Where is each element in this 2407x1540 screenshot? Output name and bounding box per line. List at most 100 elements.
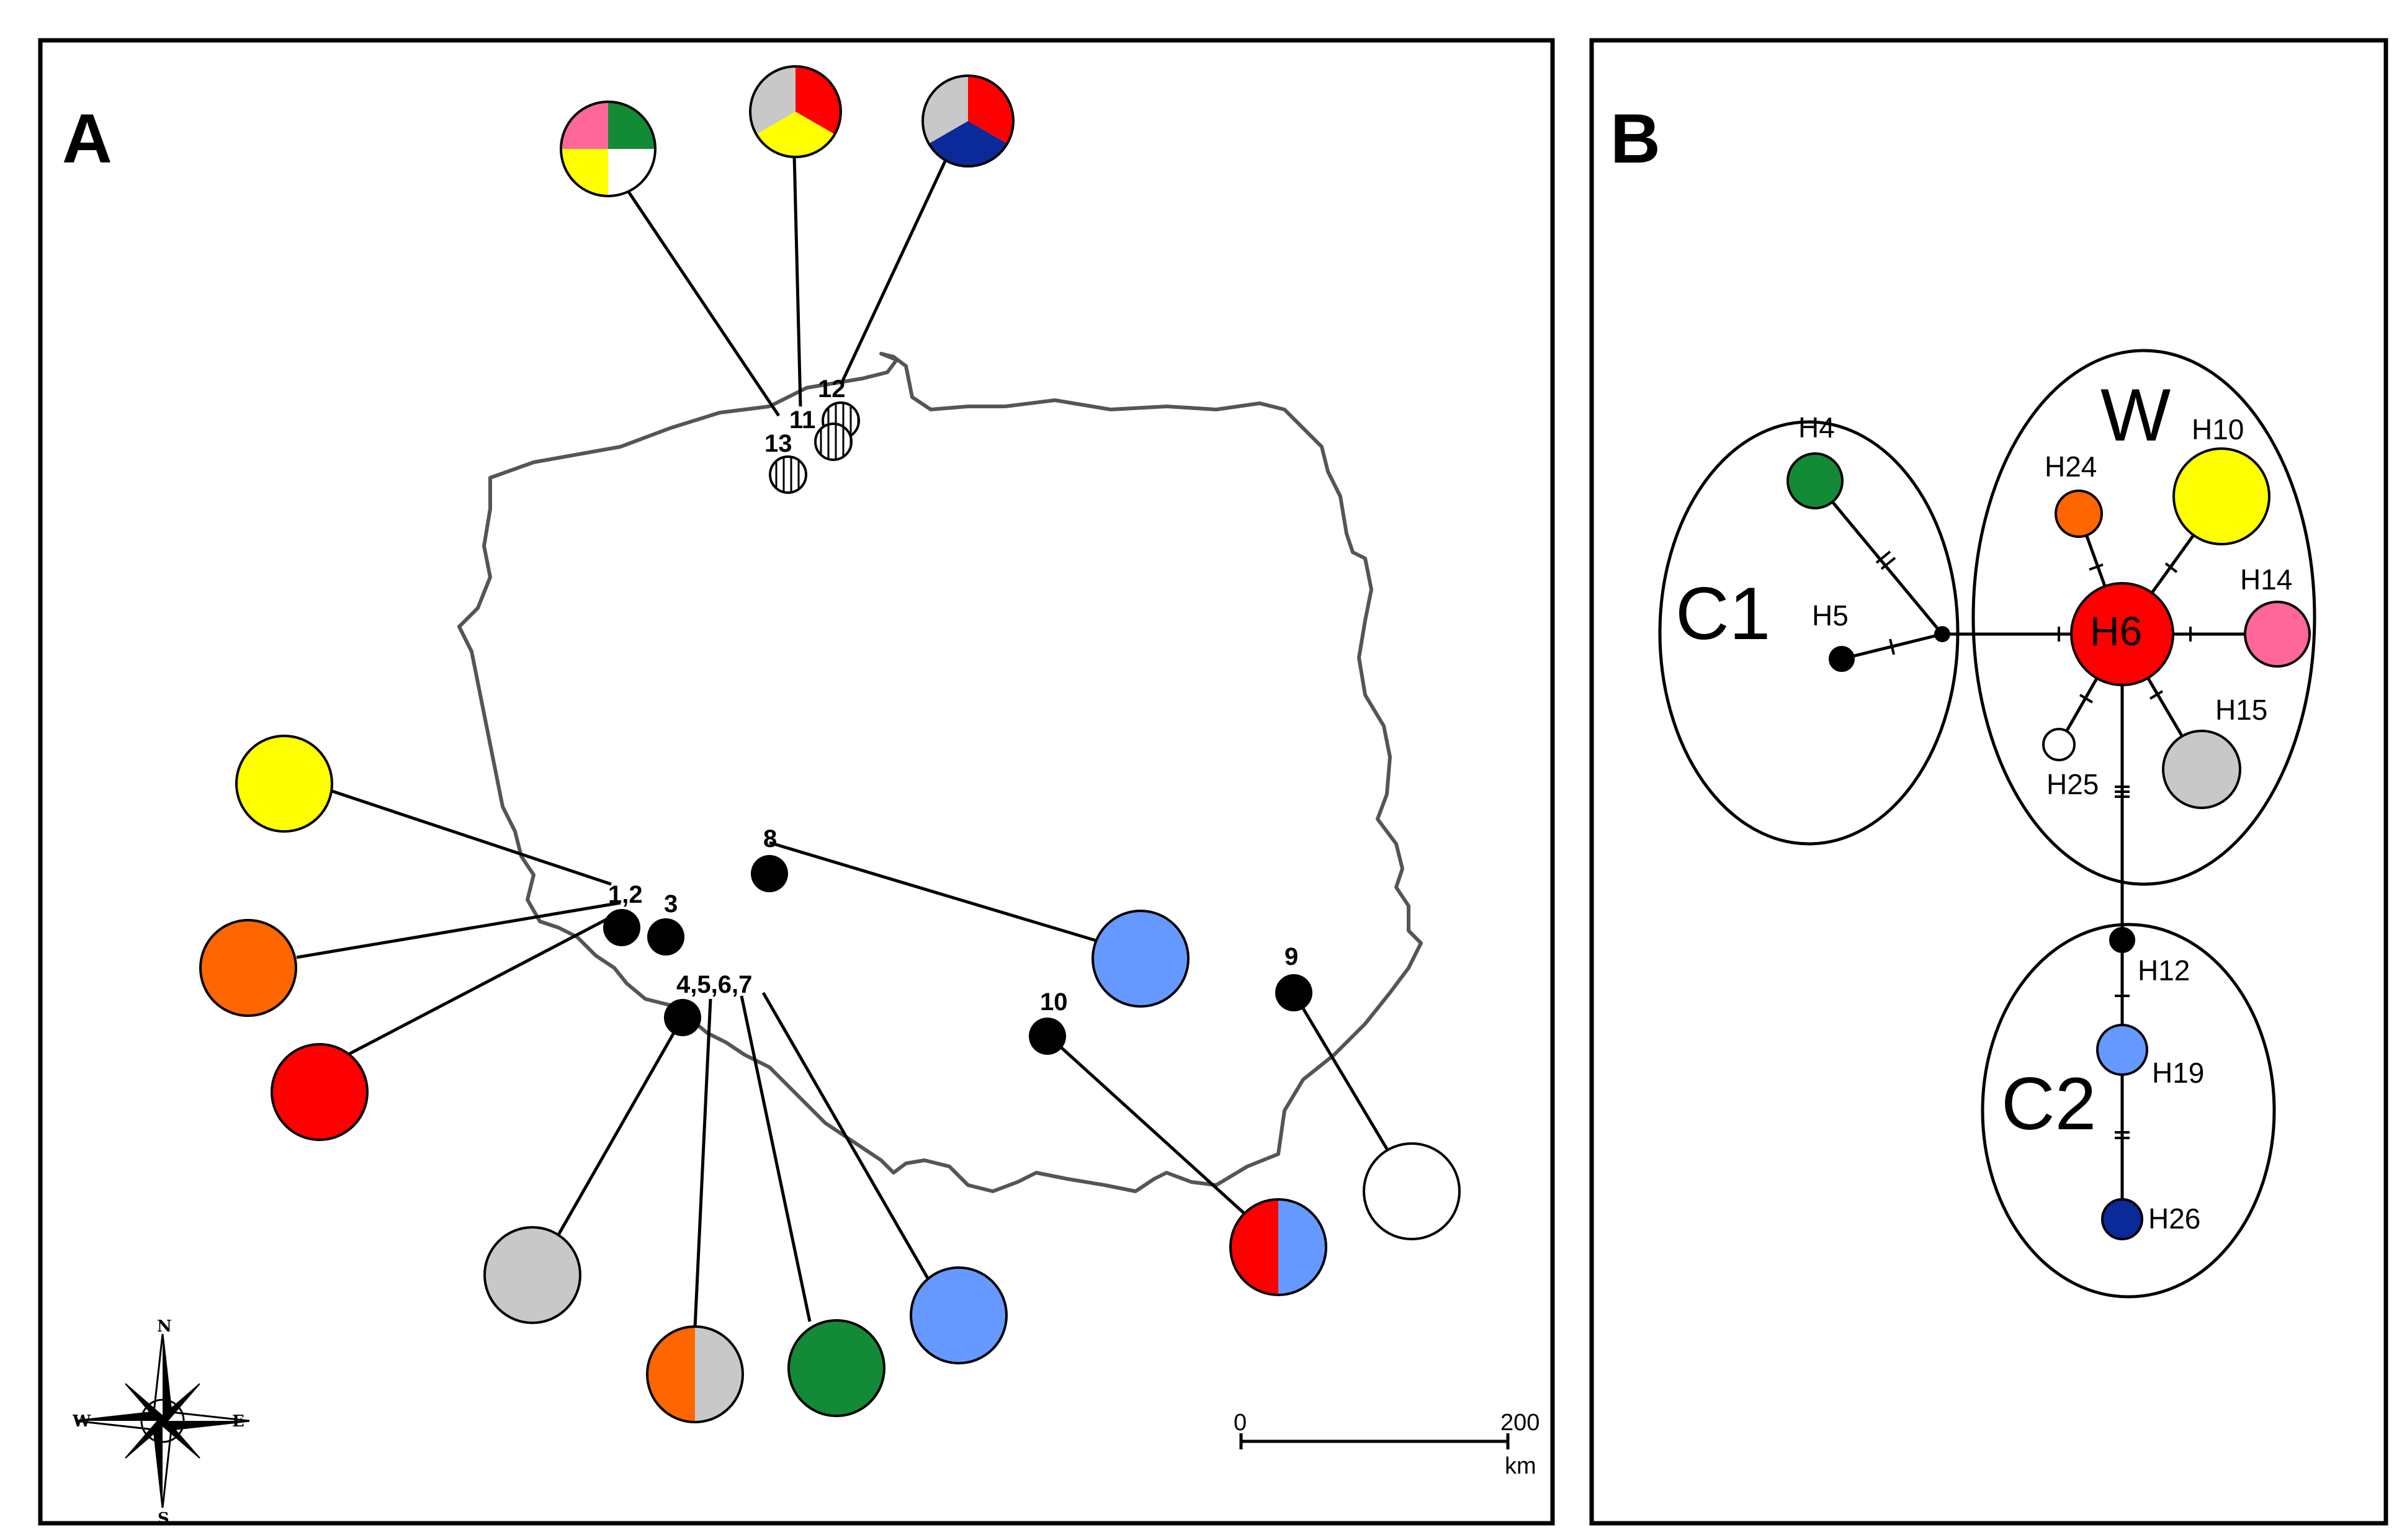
panel-a-frame — [38, 38, 1555, 1526]
compass-n: N — [157, 1317, 172, 1336]
pie-site-7-lightblue-slice-0 — [911, 1268, 1006, 1363]
pie-site-13-slice-2 — [561, 149, 608, 196]
tick-h5 — [1889, 638, 1895, 655]
site-label-3: 3 — [664, 890, 678, 918]
haplotype-label-h19: H19 — [2152, 1057, 2204, 1089]
site-marker-9 — [1275, 974, 1312, 1011]
haplotype-label-h5: H5 — [1812, 599, 1849, 632]
leader-orange — [296, 901, 621, 959]
scale-bar: 0 200 km — [1234, 1410, 1540, 1479]
leader-13 — [606, 160, 781, 417]
compass-w: W — [72, 1412, 91, 1431]
haplotype-node-h14 — [2244, 601, 2311, 668]
country-border — [457, 352, 1423, 1193]
haplotype-node-h19 — [2096, 1024, 2148, 1076]
leader-12 — [839, 151, 951, 386]
haplotype-label-h12: H12 — [2138, 954, 2190, 987]
pie-site-3-red-outline — [271, 1043, 369, 1141]
cluster-ellipse-w — [1971, 349, 2316, 886]
haplotype-node-h10 — [2172, 447, 2270, 545]
leader-red — [346, 910, 622, 1057]
pie-site-11-slice-1 — [756, 112, 835, 158]
leader-grey — [557, 1016, 684, 1236]
tick-h15 — [2149, 690, 2164, 700]
pie-site-2-orange-slice-0 — [200, 920, 296, 1016]
pie-site-12-slice-1 — [928, 121, 1008, 166]
panel-b-frame — [1589, 38, 2388, 1526]
haplotype-node-h26 — [2101, 1198, 2143, 1240]
pie-site-13-slice-1 — [608, 149, 655, 196]
pie-site-4-grey-outline — [483, 1226, 581, 1324]
pie-site-10-red-lightblue-outline — [1229, 1198, 1327, 1296]
pie-site-6-green-outline — [787, 1319, 885, 1417]
site-marker-11 — [814, 423, 853, 461]
panel-a-label: A — [62, 100, 112, 177]
scale-bar-end: 200 — [1500, 1410, 1540, 1436]
cluster-ellipse-c2 — [1981, 923, 2276, 1299]
leader-site-10 — [1047, 1035, 1248, 1217]
haplotype-label-h14: H14 — [2240, 563, 2292, 596]
haplotype-label-h15: H15 — [2215, 694, 2267, 726]
site-label-9: 9 — [1284, 943, 1298, 970]
panel-b: B C1 W C2 — [1589, 38, 2388, 1526]
site-marker-1-2 — [603, 909, 640, 946]
pie-site-8-lightblue-slice-0 — [1093, 911, 1188, 1006]
tick-h25 — [2079, 694, 2094, 704]
scale-bar-start: 0 — [1234, 1410, 1247, 1436]
pie-site-11-outline — [749, 65, 842, 158]
site-marker-10 — [1029, 1018, 1066, 1055]
pie-site-3-red-slice-0 — [272, 1044, 367, 1140]
panel-a: A 1,2 3 — [38, 38, 1555, 1528]
haplotype-node-h25 — [2042, 728, 2076, 761]
leader-site-8 — [769, 841, 1105, 945]
haplotype-node-h5 — [1829, 646, 1855, 672]
haplotype-label-h24: H24 — [2045, 450, 2097, 483]
leader-yellow — [331, 789, 612, 886]
pie-site-1-yellow-slice-0 — [236, 736, 332, 831]
pie-site-13-slice-3 — [561, 102, 608, 149]
leader-site-9 — [1292, 992, 1392, 1155]
site-marker-4-7 — [664, 999, 701, 1036]
compass-star-dark — [76, 1334, 249, 1508]
tick-h4-b — [1880, 557, 1896, 570]
pie-site-13-slice-0 — [608, 102, 655, 149]
site-label-4-7: 4,5,6,7 — [676, 971, 752, 998]
site-label-8: 8 — [763, 825, 777, 853]
haplotype-label-h26: H26 — [2148, 1202, 2200, 1235]
site-label-12: 12 — [818, 375, 846, 403]
pie-site-6-green-slice-0 — [789, 1320, 884, 1416]
site-marker-8 — [751, 855, 788, 892]
haplotype-node-h24 — [2055, 490, 2103, 538]
tick-h24 — [2089, 563, 2104, 571]
leader-lightblue-south — [761, 992, 930, 1279]
compass-e: E — [232, 1412, 244, 1431]
site-label-13: 13 — [764, 430, 792, 457]
site-marker-13 — [769, 455, 807, 494]
site-label-1-2: 1,2 — [608, 881, 643, 908]
haplotype-node-h12 — [2109, 927, 2135, 953]
pie-site-7-lightblue-outline — [910, 1266, 1008, 1364]
haplotype-node-h4 — [1786, 452, 1844, 509]
leader-green — [740, 995, 812, 1322]
pie-site-13-outline — [560, 101, 657, 197]
haplotype-pies — [199, 65, 1461, 1423]
leader-orange-grey — [693, 998, 712, 1328]
compass-s: S — [158, 1510, 169, 1528]
pie-site-9-white-slice-0 — [1364, 1144, 1459, 1239]
leader-lines — [296, 151, 1392, 1328]
pie-site-5-orange-grey-slice-0 — [647, 1327, 695, 1422]
pie-site-8-lightblue-outline — [1091, 910, 1190, 1008]
haplotype-node-h15 — [2162, 730, 2241, 809]
median-node — [1934, 626, 1950, 642]
pie-site-4-grey-slice-0 — [485, 1227, 580, 1323]
cluster-label-c2: C2 — [2001, 1062, 2096, 1145]
pie-site-5-orange-grey-outline — [646, 1325, 744, 1423]
cluster-label-c1: C1 — [1675, 572, 1770, 655]
pie-site-5-orange-grey-slice-1 — [695, 1327, 743, 1422]
haplotype-label-h10: H10 — [2192, 413, 2244, 445]
pie-site-9-white-outline — [1363, 1142, 1461, 1240]
pie-site-1-yellow-outline — [235, 735, 333, 833]
haplotype-label-h25: H25 — [2046, 768, 2099, 800]
pie-site-10-red-lightblue-slice-0 — [1230, 1199, 1278, 1295]
pie-site-10-red-lightblue-slice-1 — [1278, 1199, 1326, 1295]
